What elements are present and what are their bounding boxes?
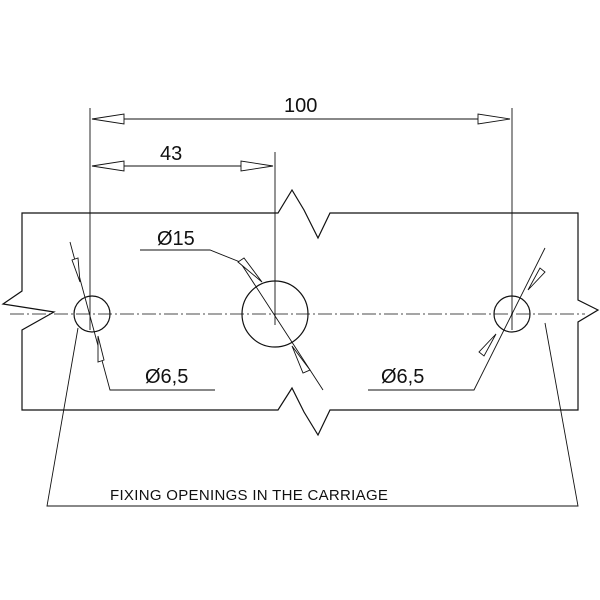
caption-text: FIXING OPENINGS IN THE CARRIAGE [110, 487, 388, 504]
large-hole-callout: Ø15 [157, 228, 195, 250]
right-hole-callout: Ø6,5 [381, 366, 424, 388]
dimension-43-label: 43 [160, 143, 182, 165]
left-hole-arrow-bottom [97, 335, 105, 363]
right-hole-arrow-top [527, 267, 546, 291]
note-leader-left [46, 322, 579, 507]
right-hole-arrow-bottom [478, 333, 497, 357]
left-hole [73, 295, 111, 333]
large-hole-arrow-top [237, 257, 263, 283]
large-hole-leader [140, 249, 324, 391]
arrowhead-right-43 [240, 160, 274, 172]
arrowhead-left-100 [91, 113, 125, 125]
plate-outline [1, 188, 600, 437]
arrowhead-left-43 [91, 160, 125, 172]
arrowhead-right-100 [477, 113, 511, 125]
large-hole-arrow-bottom [291, 345, 311, 374]
left-hole-leader [69, 241, 215, 391]
right-hole-leader [368, 247, 546, 391]
left-hole-callout: Ø6,5 [145, 366, 188, 388]
left-hole-arrow-top [71, 257, 81, 283]
dimension-100-label: 100 [284, 95, 317, 117]
